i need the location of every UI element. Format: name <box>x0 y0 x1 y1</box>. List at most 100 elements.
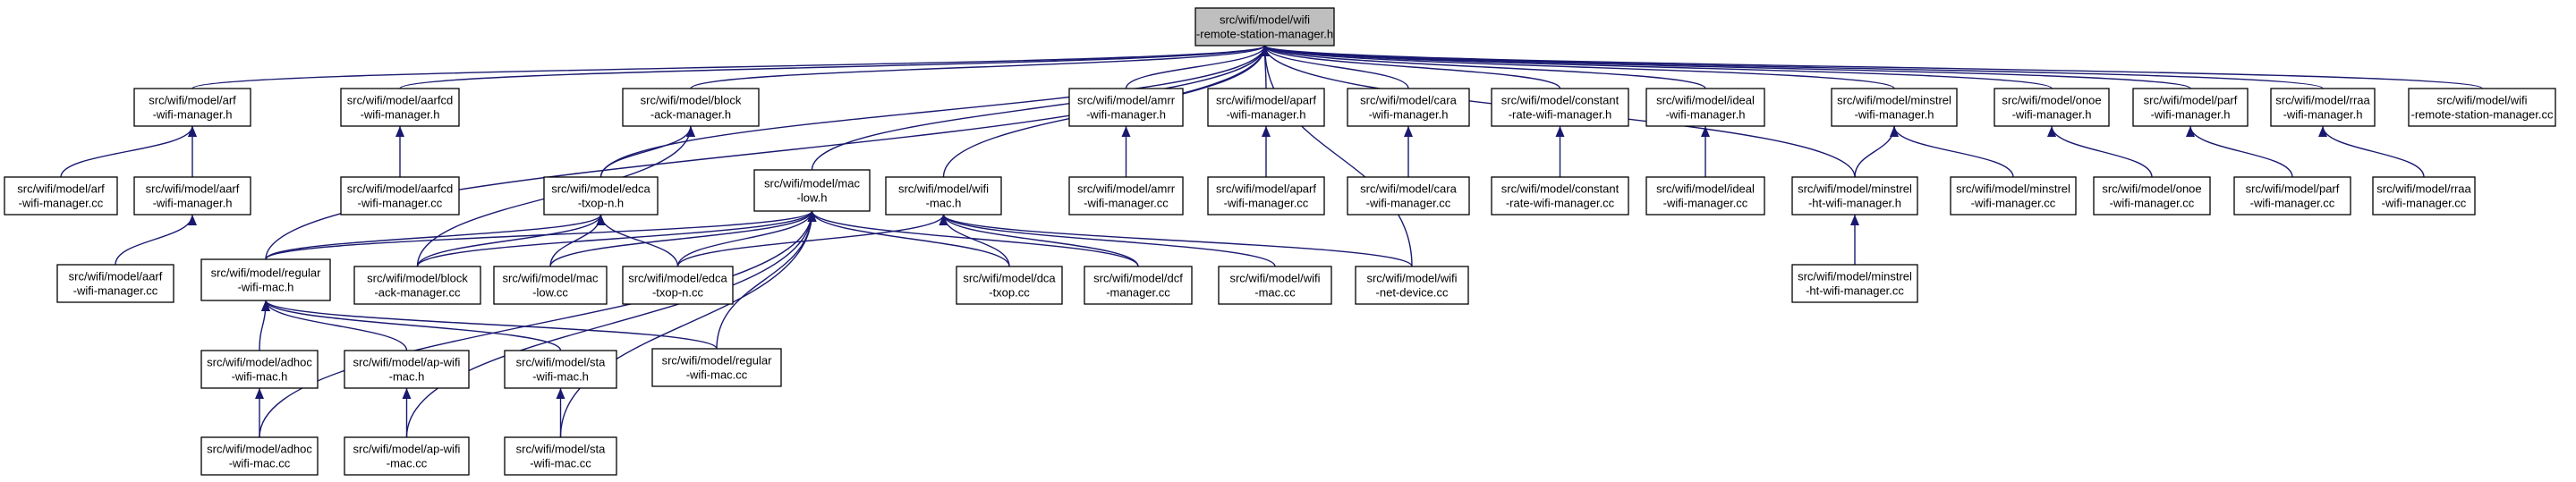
node-box <box>1084 266 1193 305</box>
edge-regular_cc-to-regular_h <box>261 300 718 350</box>
node-maclow_h[interactable]: src/wifi/model/mac-low.h <box>753 169 871 212</box>
node-const_h[interactable]: src/wifi/model/constant-rate-wifi-manage… <box>1491 88 1629 127</box>
node-label-line: src/wifi/model/rraa <box>2275 94 2370 107</box>
node-label-line: -low.h <box>797 191 828 205</box>
node-ideal_h[interactable]: src/wifi/model/ideal-wifi-manager.h <box>1645 88 1765 127</box>
node-label-line: src/wifi/model/minstrel <box>1837 94 1951 107</box>
node-rsm_cc[interactable]: src/wifi/model/wifi-remote-station-manag… <box>2408 88 2556 127</box>
node-minstrelht_h[interactable]: src/wifi/model/minstrel-ht-wifi-manager.… <box>1791 176 1918 216</box>
edge-edca_cc-to-wifimac_h <box>676 214 948 267</box>
node-minstrel_h[interactable]: src/wifi/model/minstrel-wifi-manager.h <box>1831 88 1958 127</box>
node-wifimac_h[interactable]: src/wifi/model/wifi-mac.h <box>885 176 1002 216</box>
node-box <box>753 169 871 212</box>
node-cara_h[interactable]: src/wifi/model/cara-wifi-manager.h <box>1347 88 1470 127</box>
node-arf_h[interactable]: src/wifi/model/arf-wifi-manager.h <box>133 88 251 127</box>
node-parf_cc[interactable]: src/wifi/model/parf-wifi-manager.cc <box>2233 176 2351 216</box>
node-box <box>1994 88 2110 127</box>
edge-regular_h-to-root <box>265 45 1270 260</box>
node-arf_cc[interactable]: src/wifi/model/arf-wifi-manager.cc <box>4 176 118 216</box>
node-label-line: -remote-station-manager.h <box>1196 28 1333 41</box>
node-box <box>1791 264 1918 303</box>
node-box <box>2093 176 2211 216</box>
node-label-line: src/wifi/model/sta <box>516 356 606 369</box>
node-ap_cc[interactable]: src/wifi/model/ap-wifi-mac.cc <box>344 436 470 476</box>
edge-minstrelht_h-to-minstrel_h <box>1854 125 1899 178</box>
node-netdev_cc[interactable]: src/wifi/model/wifi-net-device.cc <box>1355 266 1469 305</box>
node-label-line: src/wifi/model/dca <box>963 272 1056 285</box>
node-label-line: src/wifi/model/onoe <box>2002 94 2101 107</box>
node-ideal_cc[interactable]: src/wifi/model/ideal-wifi-manager.cc <box>1645 176 1765 216</box>
node-root[interactable]: src/wifi/model/wifi-remote-station-manag… <box>1194 7 1335 47</box>
node-onoe_h[interactable]: src/wifi/model/onoe-wifi-manager.h <box>1994 88 2110 127</box>
node-adhoc_cc[interactable]: src/wifi/model/adhoc-wifi-mac.cc <box>200 436 319 476</box>
node-label-line: -manager.cc <box>1106 286 1170 300</box>
node-rraa_h[interactable]: src/wifi/model/rraa-wifi-manager.h <box>2270 88 2376 127</box>
node-label-line: -wifi-manager.cc <box>1366 197 1451 210</box>
node-box <box>1491 176 1629 216</box>
node-edca_h[interactable]: src/wifi/model/edca-txop-n.h <box>543 176 659 216</box>
node-aarf_cc[interactable]: src/wifi/model/aarf-wifi-manager.cc <box>56 264 174 303</box>
node-label-line: -wifi-manager.h <box>1086 108 1166 122</box>
node-box <box>200 258 331 301</box>
node-parf_h[interactable]: src/wifi/model/parf-wifi-manager.h <box>2132 88 2249 127</box>
node-label-line: src/wifi/model/block <box>641 94 742 107</box>
node-box <box>1831 88 1958 127</box>
node-regular_h[interactable]: src/wifi/model/regular-wifi-mac.h <box>200 258 331 301</box>
node-label-line: src/wifi/model/cara <box>1360 182 1457 196</box>
node-box <box>504 436 617 476</box>
edge-netdev_cc-to-root <box>1260 45 1413 267</box>
node-dcf_cc[interactable]: src/wifi/model/dcf-manager.cc <box>1084 266 1193 305</box>
edge-edca_cc-to-maclow_h <box>676 210 817 267</box>
node-maclow_cc[interactable]: src/wifi/model/mac-low.cc <box>493 266 608 305</box>
node-label-line: src/wifi/model/edca <box>551 182 650 196</box>
node-label-line: src/wifi/model/minstrel <box>1798 270 1912 283</box>
node-box <box>2372 176 2476 216</box>
node-aarf_h[interactable]: src/wifi/model/aarf-wifi-manager.h <box>133 176 251 216</box>
node-label-line: -wifi-manager.h <box>2151 108 2231 122</box>
node-block_cc[interactable]: src/wifi/model/block-ack-manager.cc <box>353 266 481 305</box>
node-label-line: -rate-wifi-manager.cc <box>1506 197 1615 210</box>
node-sta_cc[interactable]: src/wifi/model/sta-wifi-mac.cc <box>504 436 617 476</box>
node-dca_cc[interactable]: src/wifi/model/dca-txop.cc <box>956 266 1063 305</box>
edge-cara_h-to-root <box>1260 45 1409 89</box>
node-const_cc[interactable]: src/wifi/model/constant-rate-wifi-manage… <box>1491 176 1629 216</box>
node-sta_h[interactable]: src/wifi/model/sta-wifi-mac.h <box>504 350 617 389</box>
edge-block_cc-to-edca_h <box>416 214 606 267</box>
node-box <box>344 436 470 476</box>
node-box <box>1491 88 1629 127</box>
node-label-line: -wifi-manager.cc <box>1084 197 1169 210</box>
node-label-line: src/wifi/model/ap-wifi <box>353 356 461 369</box>
node-box <box>133 176 251 216</box>
node-aarfcd_h[interactable]: src/wifi/model/aarfcd-wifi-manager.h <box>340 88 460 127</box>
node-label-line: -wifi-manager.h <box>1855 108 1934 122</box>
node-label-line: src/wifi/model/ideal <box>1656 182 1755 196</box>
node-box <box>1218 266 1332 305</box>
node-amrr_h[interactable]: src/wifi/model/amrr-wifi-manager.h <box>1068 88 1184 127</box>
node-label-line: -wifi-mac.cc <box>229 457 291 470</box>
edge-rraa_h-to-root <box>1261 45 2324 89</box>
node-cara_cc[interactable]: src/wifi/model/cara-wifi-manager.cc <box>1347 176 1470 216</box>
node-amrr_cc[interactable]: src/wifi/model/amrr-wifi-manager.cc <box>1068 176 1184 216</box>
node-minstrel_cc[interactable]: src/wifi/model/minstrel-wifi-manager.cc <box>1950 176 2077 216</box>
node-ap_h[interactable]: src/wifi/model/ap-wifi-mac.h <box>344 350 470 389</box>
node-rraa_cc[interactable]: src/wifi/model/rraa-wifi-manager.cc <box>2372 176 2476 216</box>
node-block_h[interactable]: src/wifi/model/block-ack-manager.h <box>622 88 760 127</box>
node-edca_cc[interactable]: src/wifi/model/edca-txop-n.cc <box>622 266 734 305</box>
node-label-line: src/wifi/model/wifi <box>1220 13 1310 27</box>
node-wifimac_cc[interactable]: src/wifi/model/wifi-mac.cc <box>1218 266 1332 305</box>
node-aparf_h[interactable]: src/wifi/model/aparf-wifi-manager.h <box>1207 88 1325 127</box>
node-onoe_cc[interactable]: src/wifi/model/onoe-wifi-manager.cc <box>2093 176 2211 216</box>
node-label-line: src/wifi/model/minstrel <box>1956 182 2070 196</box>
node-box <box>622 266 734 305</box>
node-minstrelht_cc[interactable]: src/wifi/model/minstrel-ht-wifi-manager.… <box>1791 264 1918 303</box>
node-adhoc_h[interactable]: src/wifi/model/adhoc-wifi-mac.h <box>200 350 319 389</box>
edge-amrr_h-to-root <box>1125 45 1270 89</box>
node-box <box>340 88 460 127</box>
node-label-line: -wifi-mac.h <box>532 370 589 384</box>
node-label-line: src/wifi/model/amrr <box>1077 182 1176 196</box>
node-regular_cc[interactable]: src/wifi/model/regular-wifi-mac.cc <box>651 348 782 387</box>
node-aparf_cc[interactable]: src/wifi/model/aparf-wifi-manager.cc <box>1207 176 1325 216</box>
node-aarfcd_cc[interactable]: src/wifi/model/aarfcd-wifi-manager.cc <box>340 176 460 216</box>
edge-block_h-to-root <box>690 45 1270 89</box>
